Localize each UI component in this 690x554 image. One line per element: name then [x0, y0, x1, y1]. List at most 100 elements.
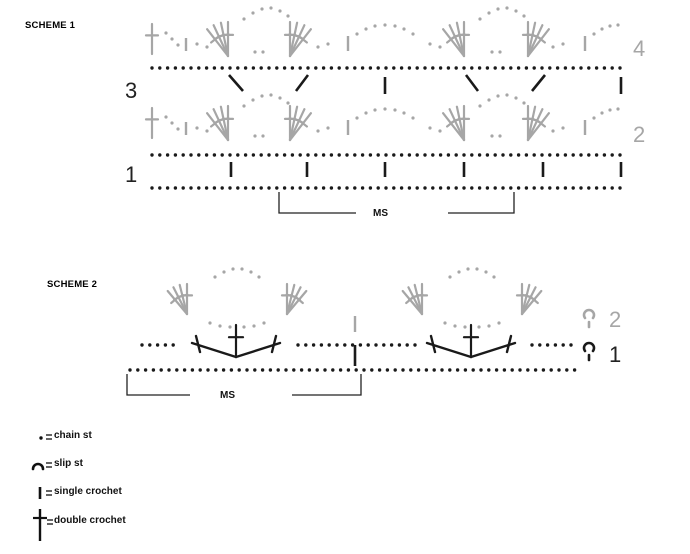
chain-stitch [608, 24, 612, 28]
chain-stitch [470, 186, 474, 190]
double-crochet-post [520, 286, 537, 316]
scheme-2-ms-label: MS [220, 390, 235, 401]
chain-stitch [304, 343, 308, 347]
single-crochet [228, 74, 244, 92]
chain-stitch [516, 153, 521, 157]
scheme-2-row-2-label: 2 [609, 307, 621, 332]
double-crochet-bar [505, 334, 513, 354]
chain-stitch [509, 153, 513, 157]
chain-stitch [171, 343, 175, 347]
chain-stitch [338, 368, 343, 372]
chain-stitch [175, 368, 179, 372]
single-crochet [294, 74, 310, 92]
double-crochet [288, 112, 312, 142]
chain-stitch [326, 42, 330, 46]
chain-stitch [311, 343, 316, 347]
double-crochet [457, 104, 471, 142]
legend-label-slip-st: slip st [54, 458, 83, 469]
chain-stitch [540, 186, 544, 190]
chain-stitch [438, 45, 442, 49]
chain-stitch [243, 66, 248, 70]
double-crochet-post [526, 21, 537, 58]
double-crochet-post [288, 28, 312, 58]
chain-stitch [242, 325, 246, 329]
chain-stitch [355, 32, 359, 36]
chain-stitch [335, 343, 339, 347]
chain-stitch [214, 368, 218, 372]
chain-stitch [213, 275, 217, 279]
chain-stitch [150, 153, 154, 157]
chain-stitch [409, 368, 413, 372]
chain-stitch [321, 153, 326, 157]
chain-stitch [176, 43, 180, 47]
chain-stitch [262, 321, 266, 325]
chain-stitch [269, 6, 273, 10]
scheme-1-ms-bracket [278, 192, 515, 214]
chain-stitch [401, 368, 405, 372]
chain-stitch [594, 66, 599, 70]
chain-stitch [385, 368, 390, 372]
chain-stitch [366, 343, 370, 347]
chain-stitch [321, 66, 326, 70]
chain-stitch [399, 186, 404, 190]
chain-stitch [533, 368, 538, 372]
chain-stitch [490, 50, 494, 54]
chain-stitch [413, 343, 417, 347]
chain-stitch [376, 66, 380, 70]
double-crochet [457, 20, 471, 58]
double-crochet-post [442, 28, 466, 58]
chain-stitch [243, 186, 248, 190]
chain-stitch [602, 66, 607, 70]
scheme-2-center-fan [425, 323, 517, 359]
chain-stitch [563, 186, 568, 190]
chain-stitch [392, 66, 396, 70]
chain-stitch [159, 368, 163, 372]
chain-stitch [448, 368, 452, 372]
chain-stitch [479, 368, 483, 372]
chain-stitch [229, 368, 234, 372]
chain-stitch [522, 14, 526, 18]
scheme-1-fans [144, 6, 620, 142]
chain-stitch [493, 186, 497, 190]
double-crochet-bar [194, 334, 202, 354]
chain-stitch [155, 343, 160, 347]
chain-stitch [608, 108, 612, 112]
chain-stitch [253, 50, 257, 54]
chain-stitch [382, 343, 386, 347]
chain-stitch [610, 66, 614, 70]
chain-stitch [443, 321, 447, 325]
chain-stitch [242, 104, 246, 108]
scheme-1-title: SCHEME 1 [25, 20, 76, 31]
double-crochet [285, 289, 308, 316]
chain-stitch [260, 7, 264, 11]
chain-stitch [415, 66, 419, 70]
chain-stitch [592, 32, 596, 36]
chain-stitch [364, 111, 368, 115]
scheme-1-chain-stitches [150, 66, 622, 190]
chain-stitch [267, 186, 271, 190]
chain-stitch [510, 368, 514, 372]
chain-stitch [296, 343, 300, 347]
double-crochet-bar [535, 119, 547, 128]
chain-stitch [205, 129, 209, 133]
chain-stitch [470, 66, 474, 70]
double-crochet-post [526, 108, 544, 142]
double-crochet-bar [294, 295, 304, 305]
chain-stitch [368, 66, 373, 70]
chain-stitch [540, 66, 544, 70]
chain-stitch [462, 66, 466, 70]
chain-stitch [269, 93, 273, 97]
chain-stitch [292, 368, 296, 372]
chain-stitch [148, 343, 152, 347]
chain-stitch [236, 186, 240, 190]
slip-st-icon [31, 462, 52, 471]
chain-stitch [276, 368, 280, 372]
chain-stitch [181, 153, 185, 157]
chain-stitch [151, 368, 156, 372]
chain-stitch [509, 186, 513, 190]
chain-stitch [610, 153, 614, 157]
double-crochet [227, 323, 245, 359]
scheme-2-ms-bracket [126, 374, 362, 396]
chain-stitch [205, 45, 209, 49]
